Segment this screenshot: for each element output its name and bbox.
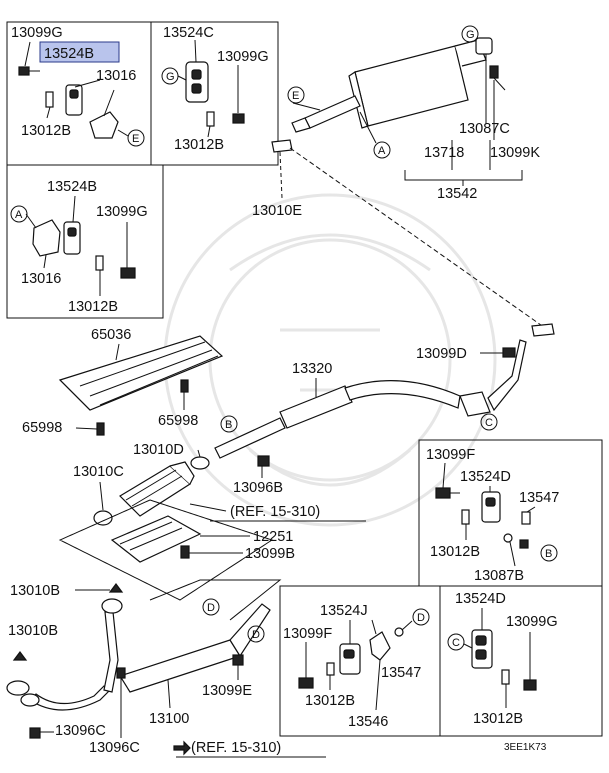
- label-13096C-a: 13096C: [55, 723, 106, 739]
- svg-text:D: D: [207, 602, 215, 614]
- label-13524C: 13524C: [163, 25, 214, 41]
- callout-E-2: E: [287, 86, 305, 104]
- svg-text:D: D: [417, 612, 425, 624]
- callout-B-1: B: [220, 415, 238, 433]
- label-13012B-e: 13012B: [305, 693, 355, 709]
- nut-13096B: [257, 455, 270, 467]
- label-65998-b: 65998: [158, 413, 198, 429]
- label-13010C: 13010C: [73, 464, 124, 480]
- label-13099G-c: 13099G: [96, 204, 148, 220]
- box-hanger-5: [439, 585, 603, 737]
- gasket-13010D: [190, 456, 210, 470]
- svg-text:E: E: [132, 133, 139, 145]
- label-13012B-f: 13012B: [473, 711, 523, 727]
- label-ref-b: (REF. 15-310): [191, 740, 281, 756]
- label-13012B-b: 13012B: [174, 137, 224, 153]
- hanger-parts-6: [463, 608, 537, 708]
- callout-D-3: D: [412, 608, 430, 626]
- catalytic-converter: [110, 461, 202, 563]
- label-13099G-d: 13099G: [506, 614, 558, 630]
- label-13012B-d: 13012B: [430, 544, 480, 560]
- label-13099B: 13099B: [245, 546, 295, 562]
- hanger-parts-4: [435, 462, 536, 567]
- bolt-65998-a: [96, 422, 105, 436]
- svg-text:G: G: [166, 71, 175, 83]
- callout-A-1: A: [10, 205, 28, 223]
- label-13096C-b: 13096C: [89, 740, 140, 756]
- callout-G-1: G: [161, 67, 179, 85]
- hanger-parts-5: [298, 619, 413, 711]
- label-12251: 12251: [253, 529, 293, 545]
- label-13096B: 13096B: [233, 480, 283, 496]
- svg-text:D: D: [252, 629, 260, 641]
- svg-text:A: A: [378, 145, 386, 157]
- label-13016-a: 13016: [96, 68, 136, 84]
- svg-text:A: A: [15, 209, 23, 221]
- svg-text:C: C: [452, 637, 460, 649]
- heat-shield-65036: [58, 335, 224, 411]
- callout-C-1: C: [480, 413, 498, 431]
- callout-G-2: G: [461, 25, 479, 43]
- svg-text:B: B: [225, 419, 232, 431]
- label-13012B-c: 13012B: [68, 299, 118, 315]
- callout-A-2: A: [373, 141, 391, 159]
- svg-text:C: C: [485, 417, 493, 429]
- label-13012B-a: 13012B: [21, 123, 71, 139]
- label-13524D-b: 13524D: [455, 591, 506, 607]
- label-13099D: 13099D: [416, 346, 467, 362]
- hanger-parts-1: [18, 41, 129, 139]
- label-13547-b: 13547: [381, 665, 421, 681]
- callout-B-2: B: [540, 544, 558, 562]
- label-13010E: 13010E: [252, 203, 302, 219]
- highlight-13524B[interactable]: [39, 41, 120, 63]
- diagram-code: 3EE1K73: [504, 742, 547, 753]
- front-pipe-13100: [6, 583, 271, 711]
- bolt-65998-b: [180, 379, 189, 393]
- callout-C-2: C: [447, 633, 465, 651]
- label-13099G-b: 13099G: [217, 49, 269, 65]
- label-ref-a: (REF. 15-310): [230, 504, 320, 520]
- svg-text:B: B: [545, 548, 552, 560]
- label-13542: 13542: [437, 186, 477, 202]
- label-65036: 65036: [91, 327, 131, 343]
- label-13099E: 13099E: [202, 683, 252, 699]
- label-13546: 13546: [348, 714, 388, 730]
- label-13016-b: 13016: [21, 271, 61, 287]
- label-13099G-a: 13099G: [11, 25, 63, 41]
- label-13320: 13320: [292, 361, 332, 377]
- bolt-13099B: [180, 545, 190, 559]
- label-13100: 13100: [149, 711, 189, 727]
- label-13087B: 13087B: [474, 568, 524, 584]
- label-13099F-b: 13099F: [283, 626, 332, 642]
- label-13718: 13718: [424, 145, 464, 161]
- box-hanger-2: [6, 164, 164, 319]
- label-13547-a: 13547: [519, 490, 559, 506]
- hanger-parts-2: [177, 39, 245, 138]
- label-65998-a: 65998: [22, 420, 62, 436]
- svg-text:G: G: [466, 29, 475, 41]
- label-13087C: 13087C: [459, 121, 510, 137]
- label-13099F-a: 13099F: [426, 447, 475, 463]
- rear-muffler: [291, 37, 506, 144]
- gasket-13010C: [93, 510, 113, 526]
- hanger-parts-3: [25, 195, 136, 296]
- label-13524B-a[interactable]: 13524B: [44, 46, 94, 62]
- label-13010D: 13010D: [133, 442, 184, 458]
- label-13524D-a: 13524D: [460, 469, 511, 485]
- label-13099K: 13099K: [490, 145, 540, 161]
- label-13010B-b: 13010B: [8, 623, 58, 639]
- svg-text:E: E: [292, 90, 299, 102]
- callout-D-1: D: [202, 598, 220, 616]
- nut-13096C-a: [29, 727, 41, 739]
- center-pipe-13320: [214, 323, 555, 459]
- label-13524J: 13524J: [320, 603, 368, 619]
- callout-E-1: E: [127, 129, 145, 147]
- label-13524B-b: 13524B: [47, 179, 97, 195]
- gasket-13010E: [271, 139, 293, 153]
- arrow-icon: [173, 740, 191, 756]
- label-13010B-a: 13010B: [10, 583, 60, 599]
- callout-D-2: D: [247, 625, 265, 643]
